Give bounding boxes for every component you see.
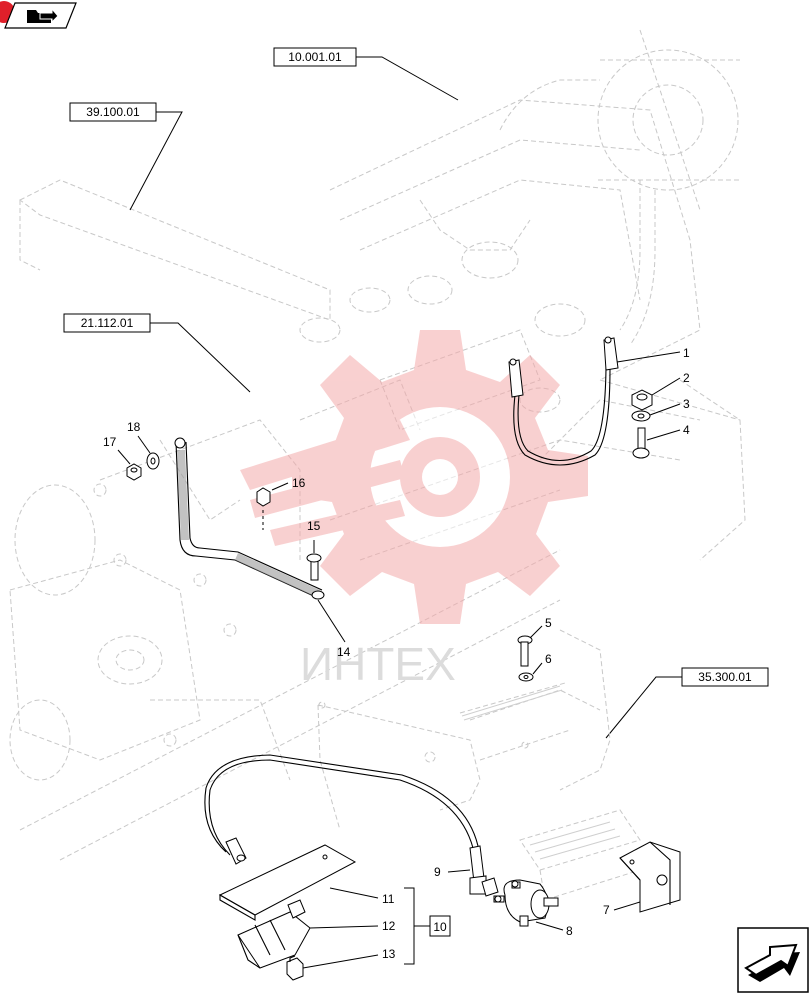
reference-10-001-01[interactable]: 10.001.01 (273, 47, 357, 67)
callout-13: 13 (382, 947, 396, 961)
reference-label: 39.100.01 (86, 105, 140, 119)
reference-39-100-01[interactable]: 39.100.01 (69, 102, 157, 122)
callout-8: 8 (566, 924, 573, 938)
gear-logo-watermark (240, 330, 588, 624)
callout-11: 11 (382, 892, 395, 906)
callout-12: 12 (382, 919, 396, 933)
part-17-nut[interactable] (126, 463, 142, 481)
part-14-ground-strap[interactable] (174, 437, 325, 600)
callout-5: 5 (545, 616, 552, 630)
kit-label: 10 (433, 920, 447, 934)
reference-label: 21.112.01 (81, 316, 134, 330)
callout-7: 7 (603, 903, 610, 917)
part-4-bolt[interactable] (632, 427, 650, 459)
callout-3: 3 (683, 397, 690, 411)
callout-6: 6 (545, 652, 552, 666)
next-page-button[interactable] (737, 927, 809, 993)
callout-16: 16 (292, 476, 306, 490)
next-page-arrow-icon (744, 943, 800, 982)
part-15-bolt[interactable] (306, 553, 322, 581)
part-1-ground-cable[interactable] (508, 336, 619, 466)
callout-18: 18 (127, 420, 141, 434)
top-left-nav[interactable] (0, 1, 77, 29)
folder-arrow-icon (27, 7, 59, 24)
part-2-nut[interactable] (631, 389, 653, 411)
kit-box-10[interactable]: 10 (429, 915, 451, 937)
battery-tray (317, 629, 641, 901)
part-12-terminal-cover[interactable] (237, 899, 311, 969)
callout-2: 2 (683, 371, 690, 385)
part-3-washer[interactable] (631, 410, 651, 422)
part-5-bolt[interactable] (517, 635, 533, 667)
callout-17: 17 (103, 435, 117, 449)
part-11-cover-plate[interactable] (218, 844, 357, 921)
part-9-battery-cable[interactable] (204, 754, 499, 897)
callout-15: 15 (307, 519, 321, 533)
callout-9: 9 (434, 865, 441, 879)
callout-1: 1 (683, 346, 690, 360)
callout-4: 4 (683, 423, 690, 437)
callouts: 1 2 3 4 5 6 7 8 9 11 12 13 14 15 16 17 1… (103, 346, 690, 961)
part-7-bracket[interactable] (619, 841, 681, 913)
reference-label: 35.300.01 (698, 670, 752, 684)
watermark-text: ИНТЕХ (300, 638, 456, 690)
reference-label: 10.001.01 (288, 50, 342, 64)
part-6-washer[interactable] (518, 672, 534, 682)
reference-21-112-01[interactable]: 21.112.01 (63, 313, 151, 333)
part-16-stud[interactable] (256, 487, 271, 530)
callout-14: 14 (337, 645, 351, 659)
part-18-washer[interactable] (146, 452, 160, 470)
part-8-switch[interactable] (493, 879, 559, 927)
part-13-cap[interactable] (286, 955, 304, 981)
reference-35-300-01[interactable]: 35.300.01 (681, 667, 769, 687)
